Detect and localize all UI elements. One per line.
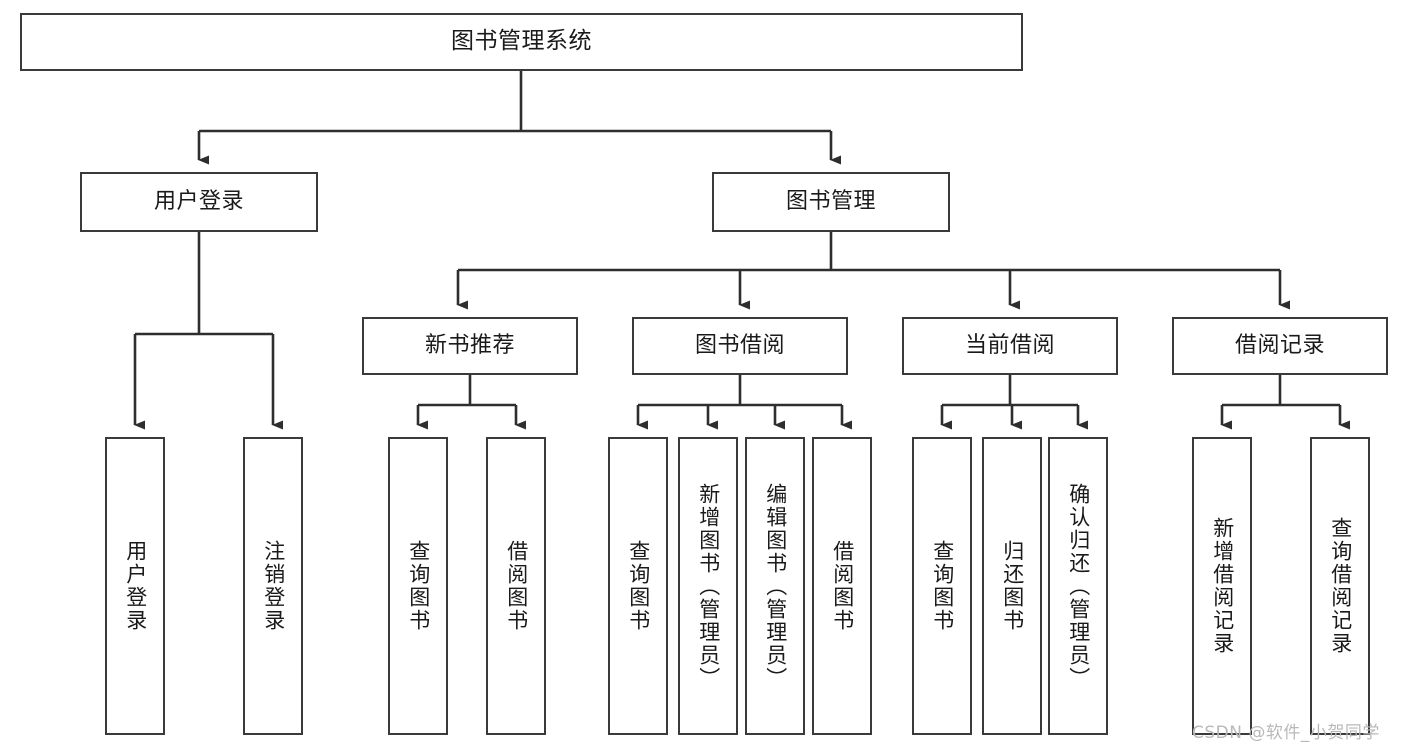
node-current-borrow[interactable]: 当前借阅 <box>902 317 1118 375</box>
node-new-book-rec[interactable]: 新书推荐 <box>362 317 578 375</box>
node-label: 编辑图书（管理员） <box>763 482 788 690</box>
node-label: 用户登录 <box>123 540 148 632</box>
node-root-system[interactable]: 图书管理系统 <box>20 13 1023 71</box>
node-leaf-query-book-3[interactable]: 查询图书 <box>912 437 972 735</box>
node-label: 查询图书 <box>626 540 651 632</box>
node-leaf-user-login[interactable]: 用户登录 <box>105 437 165 735</box>
node-label: 查询图书 <box>406 540 431 632</box>
node-label: 借阅记录 <box>1234 333 1325 359</box>
node-label: 借阅图书 <box>830 540 855 632</box>
node-leaf-confirm-return[interactable]: 确认归还（管理员） <box>1048 437 1108 735</box>
node-label: 借阅图书 <box>504 540 529 632</box>
node-label: 用户登录 <box>153 189 244 215</box>
node-leaf-query-book-1[interactable]: 查询图书 <box>388 437 448 735</box>
node-leaf-add-book[interactable]: 新增图书（管理员） <box>678 437 738 735</box>
node-label: 注销登录 <box>261 540 286 632</box>
node-leaf-borrow-book-2[interactable]: 借阅图书 <box>812 437 872 735</box>
node-leaf-query-record[interactable]: 查询借阅记录 <box>1310 437 1370 735</box>
node-leaf-edit-book[interactable]: 编辑图书（管理员） <box>745 437 805 735</box>
node-label: 新增借阅记录 <box>1210 517 1235 655</box>
node-leaf-borrow-book-1[interactable]: 借阅图书 <box>486 437 546 735</box>
node-borrow-record[interactable]: 借阅记录 <box>1172 317 1388 375</box>
node-label: 图书管理系统 <box>451 28 592 55</box>
node-leaf-add-record[interactable]: 新增借阅记录 <box>1192 437 1252 735</box>
node-label: 查询借阅记录 <box>1328 517 1353 655</box>
node-book-borrow[interactable]: 图书借阅 <box>632 317 848 375</box>
node-leaf-query-book-2[interactable]: 查询图书 <box>608 437 668 735</box>
node-label: 归还图书 <box>1000 540 1025 632</box>
node-label: 当前借阅 <box>964 333 1055 359</box>
node-label: 新书推荐 <box>424 333 515 359</box>
csdn-watermark: CSDN @软件_小贺同学 <box>1192 723 1380 743</box>
node-label: 新增图书（管理员） <box>696 482 721 690</box>
node-label: 查询图书 <box>930 540 955 632</box>
node-label: 图书借阅 <box>694 333 785 359</box>
node-user-login[interactable]: 用户登录 <box>80 172 318 232</box>
node-label: 确认归还（管理员） <box>1066 482 1091 690</box>
node-leaf-return-book[interactable]: 归还图书 <box>982 437 1042 735</box>
node-book-manage[interactable]: 图书管理 <box>712 172 950 232</box>
node-label: 图书管理 <box>785 189 876 215</box>
node-leaf-user-logout[interactable]: 注销登录 <box>243 437 303 735</box>
